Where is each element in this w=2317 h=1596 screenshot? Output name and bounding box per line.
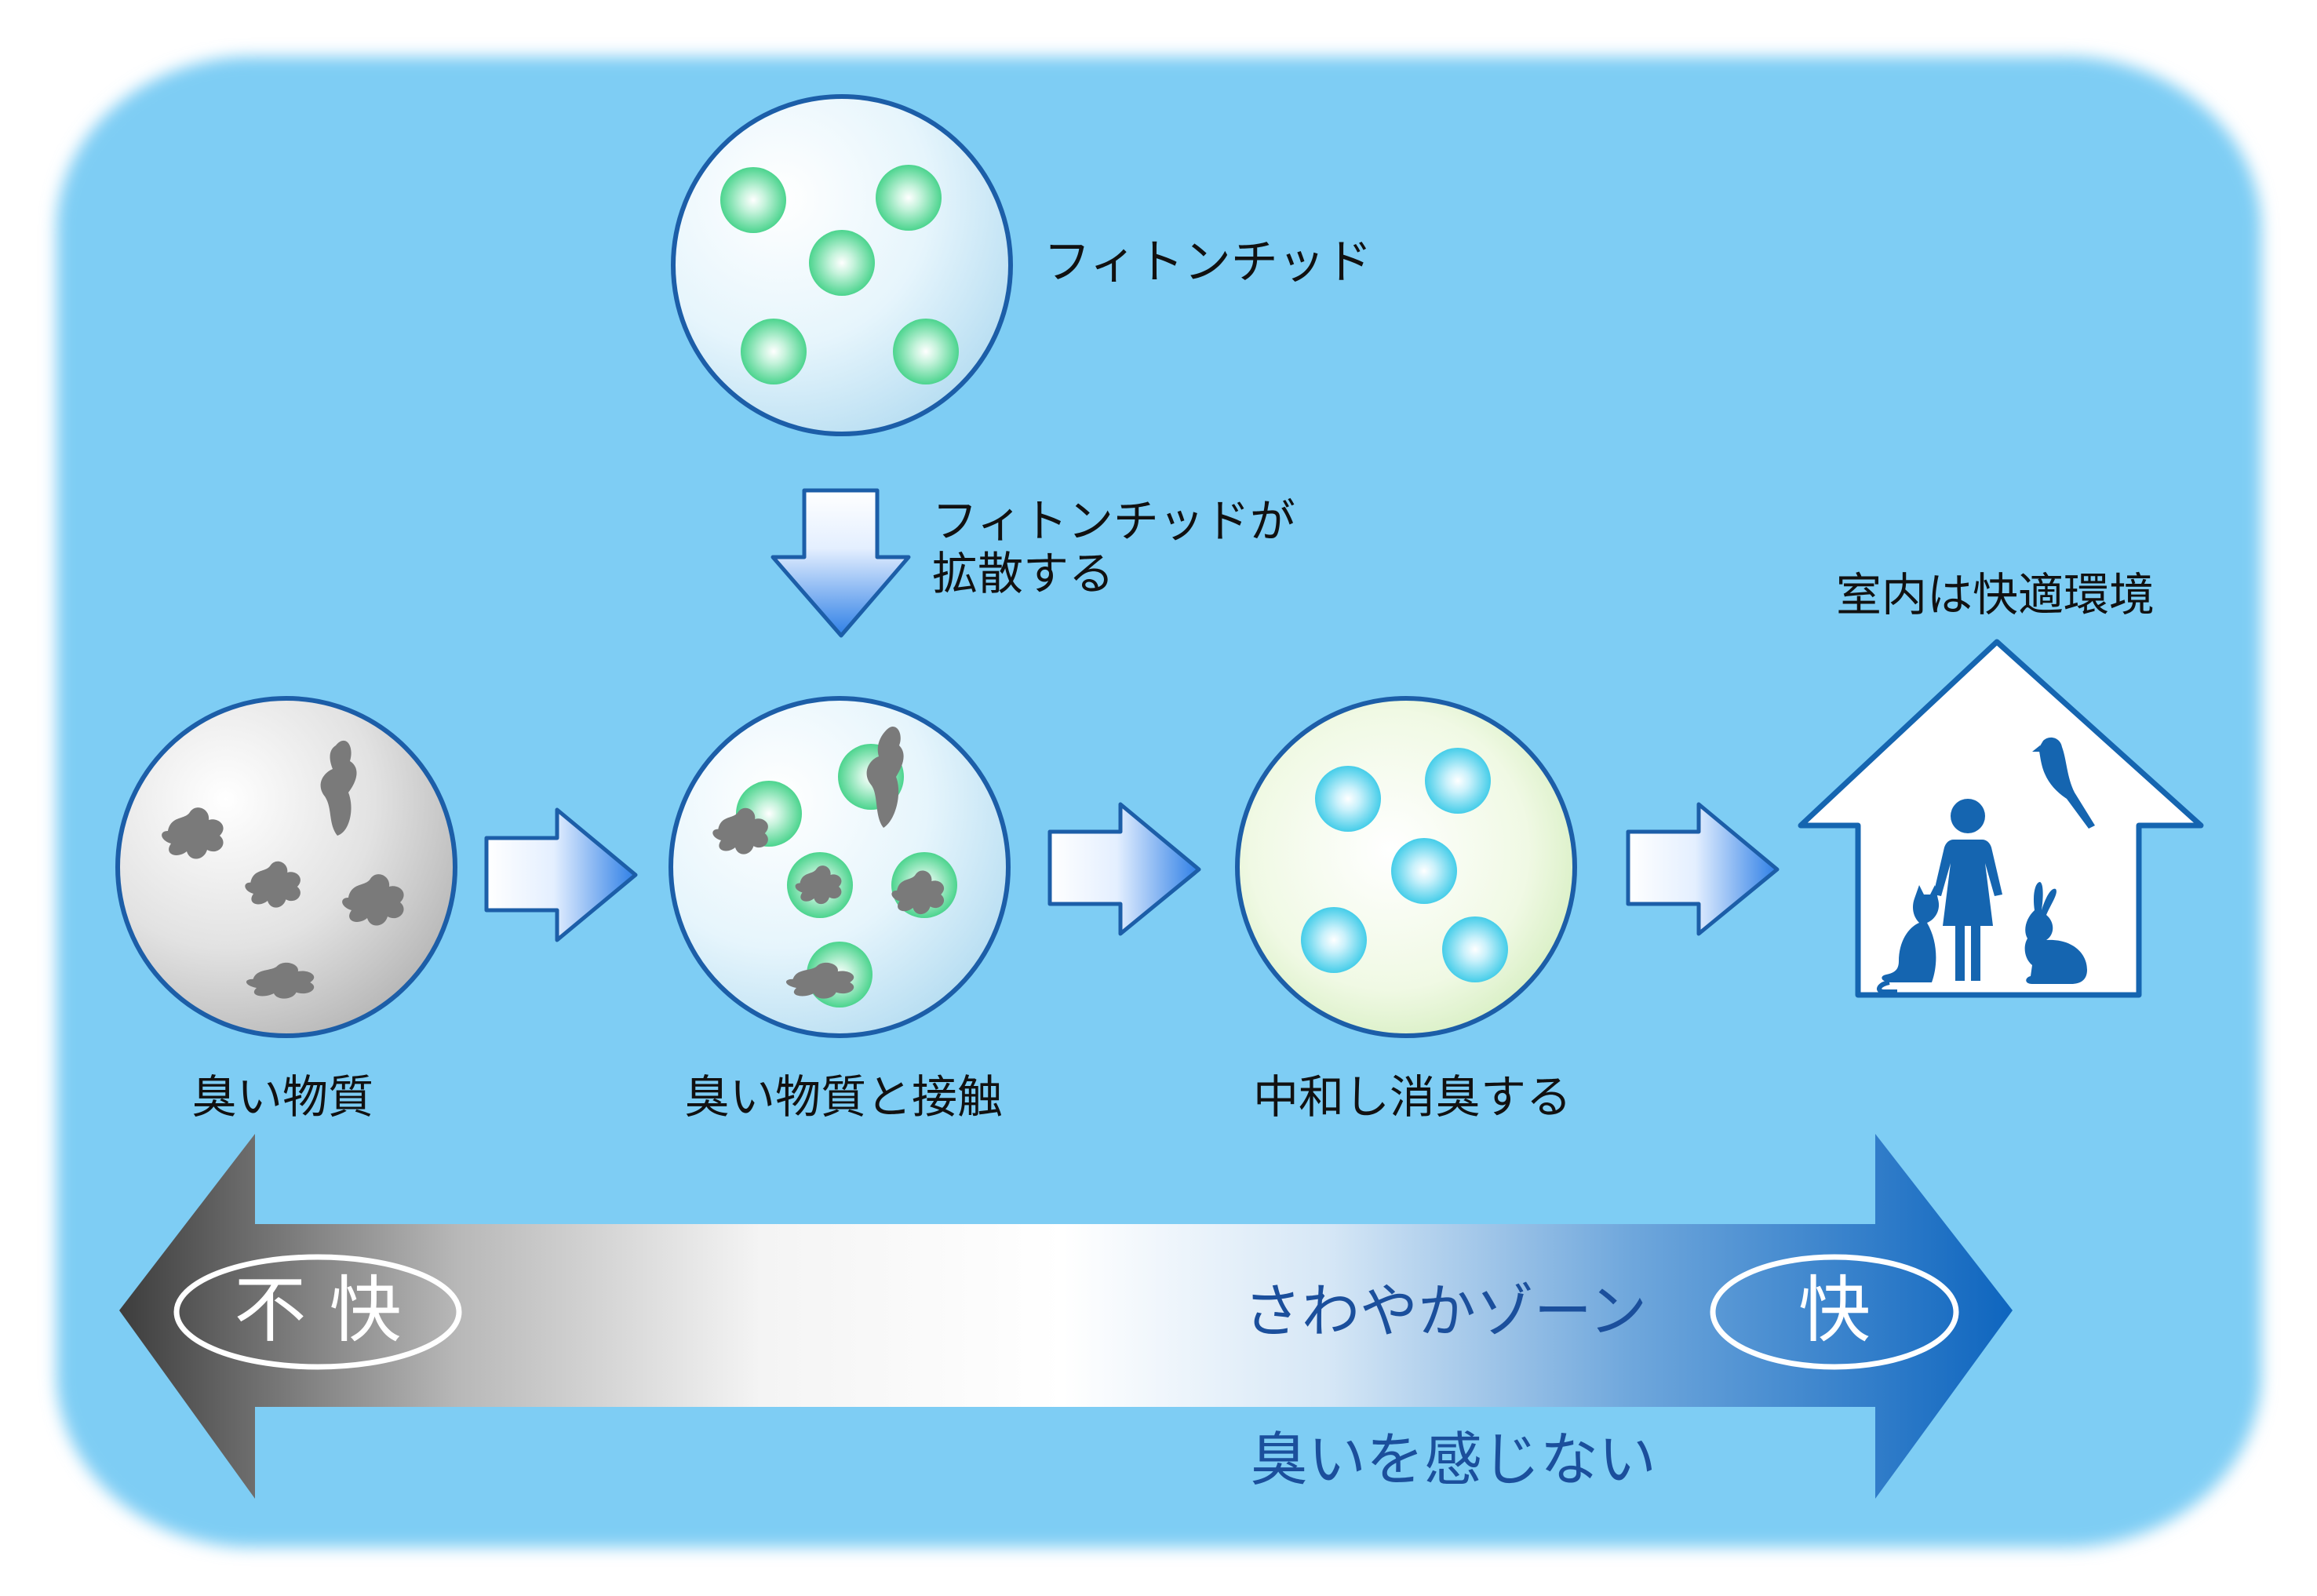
- right-arrow-icon: [1626, 802, 1780, 936]
- uncomfortable-label: 不 快: [234, 1268, 401, 1352]
- phytoncide-circle: [671, 94, 1013, 436]
- phytoncide-particle: [809, 230, 875, 296]
- comfortable-label: 快: [1798, 1268, 1871, 1352]
- comfortable-badge: [1710, 1254, 1959, 1370]
- odor-particle: [320, 740, 357, 836]
- neutral-particle: [1442, 916, 1508, 982]
- contact-label: 臭い物質と接触: [684, 1070, 1003, 1124]
- fresh-zone-label: さわやかゾーン: [1244, 1278, 1647, 1346]
- phytoncide-particle: [893, 319, 959, 384]
- rabbit-icon: [2024, 882, 2087, 984]
- phytoncide-particle: [741, 319, 807, 384]
- contact-circle: [669, 696, 1011, 1038]
- neutralize-label: 中和し消臭する: [1253, 1070, 1572, 1124]
- comfort-scale-arrow: [119, 1134, 2013, 1499]
- neutralized-circle: [1235, 696, 1577, 1038]
- neutral-particle: [1425, 748, 1491, 814]
- uncomfortable-badge: [173, 1254, 462, 1370]
- diffuse-label-line2: 拡散する: [932, 547, 1114, 600]
- odor-circle: [115, 696, 457, 1038]
- background-panel: [56, 56, 2261, 1547]
- down-arrow-icon: [771, 488, 911, 638]
- no-odor-label: 臭いを感じない: [1250, 1427, 1656, 1494]
- comfort-env-label: 室内は快適環境: [1836, 568, 2155, 621]
- neutral-particle: [1301, 907, 1367, 973]
- diffuse-label-line1: フィトンチッドが: [932, 494, 1295, 548]
- right-arrow-icon: [484, 807, 638, 942]
- phytoncide-particle: [720, 167, 786, 233]
- odor-label: 臭い物質: [191, 1070, 373, 1124]
- person-icon: [1933, 799, 2002, 981]
- house-occupants: [1877, 737, 2095, 994]
- phytoncide-label: フィトンチッド: [1044, 235, 1372, 290]
- parrot-icon: [2032, 737, 2095, 829]
- right-arrow-icon: [1047, 802, 1201, 936]
- neutral-particle: [1315, 766, 1381, 832]
- neutral-particle: [1391, 838, 1457, 904]
- phytoncide-particle: [876, 165, 942, 231]
- odor-particle: [866, 726, 904, 828]
- cat-icon: [1877, 885, 1940, 994]
- house-icon: [1798, 639, 2204, 998]
